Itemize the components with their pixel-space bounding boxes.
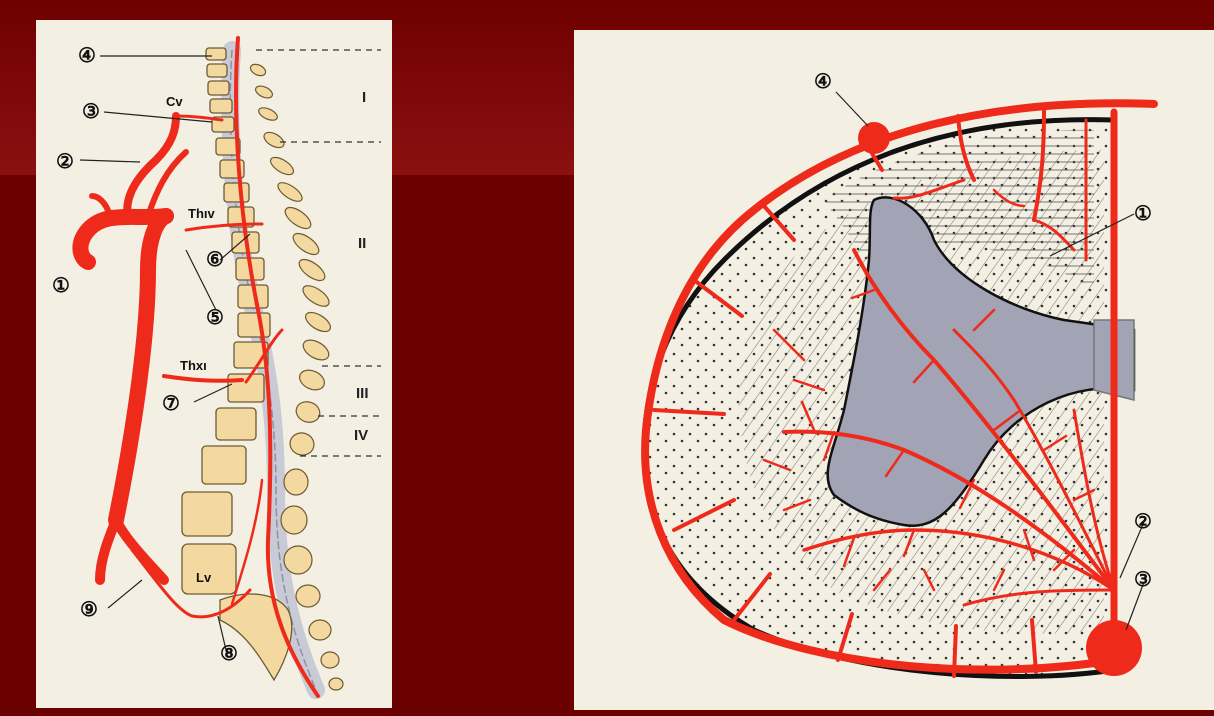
callout-6: ⑥ [206,249,224,271]
callout-1-right: ① [1134,203,1152,225]
callout-7: ⑦ [162,393,180,415]
callout-4-right: ④ [814,71,832,93]
zone-label-III: III [356,385,369,402]
label-thiv: Thıv [188,206,215,221]
sagittal-spine-svg: I II III IV Cv Thıv Thxı Lv ① ② ③ ④ ⑤ ⑥ … [36,20,392,708]
callout-2: ② [56,151,74,173]
posterior-spinal-artery [858,122,890,154]
callout-4: ④ [78,45,96,67]
sagittal-spine-diagram: I II III IV Cv Thıv Thxı Lv ① ② ③ ④ ⑤ ⑥ … [36,20,392,708]
zone-label-II: II [358,235,366,252]
label-lv: Lv [196,570,212,585]
callout-2-right: ② [1134,511,1152,533]
callout-3-right: ③ [1134,569,1152,591]
callout-9: ⑨ [80,599,98,621]
label-thxi: Thxı [180,358,207,373]
callout-3: ③ [82,101,100,123]
callout-1: ① [52,275,70,297]
cross-section-diagram: ① ② ③ ④ [574,30,1214,710]
callout-5: ⑤ [206,307,224,329]
cross-section-svg: ① ② ③ ④ [574,30,1214,710]
callout-8: ⑧ [220,643,238,665]
anterior-spinal-artery [1086,620,1142,676]
zone-label-I: I [362,89,366,106]
label-cv: Cv [166,94,183,109]
zone-label-IV: IV [354,427,368,444]
